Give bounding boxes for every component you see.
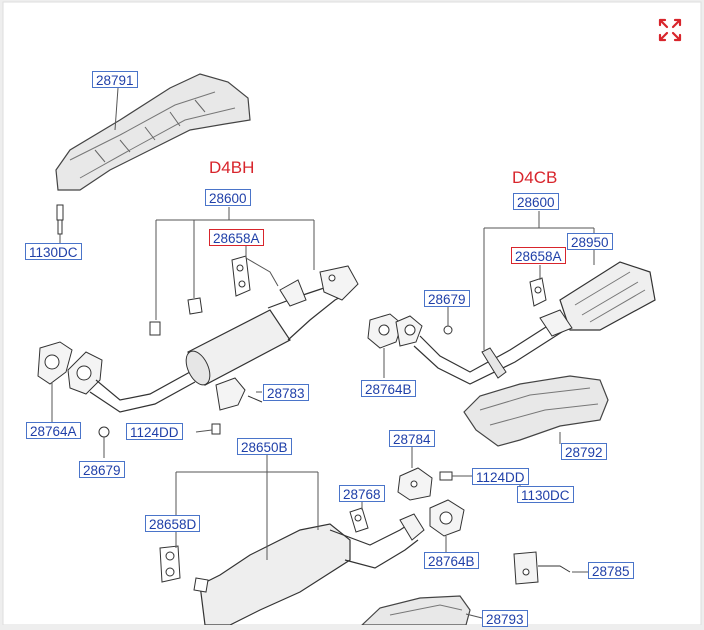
front-pipe-d4cb [367,261,656,385]
expand-arrows-icon[interactable] [656,16,684,44]
part-label-28783[interactable]: 28783 [263,384,309,401]
part-label-28600-left[interactable]: 28600 [205,189,251,206]
bracket-28785 [513,551,571,585]
part-label-1124dd-right[interactable]: 1124DD [472,468,529,485]
hanger-28658a-left [231,255,251,297]
nut-28679-left [98,426,110,438]
nut-28679-right [443,325,453,335]
part-label-1124dd-left[interactable]: 1124DD [126,423,183,440]
part-label-28791[interactable]: 28791 [92,71,138,88]
part-label-28650b[interactable]: 28650B [237,438,292,455]
part-label-28600-right[interactable]: 28600 [513,193,559,210]
gasket-28764b-bottom [429,499,465,537]
heat-protector-28792 [463,375,609,447]
part-label-28768[interactable]: 28768 [339,485,385,502]
part-label-28792[interactable]: 28792 [561,443,607,460]
hanger-28658d [159,545,181,583]
part-label-28658a-right[interactable]: 28658A [511,247,566,264]
hanger-28768 [349,507,369,533]
part-label-28764b-bottom[interactable]: 28764B [424,552,479,569]
part-label-28658a-left[interactable]: 28658A [209,229,264,246]
part-label-28950[interactable]: 28950 [567,233,613,250]
bracket-28783 [215,377,263,411]
bolt-1130dc-left [56,204,64,235]
part-label-28679-right[interactable]: 28679 [424,290,470,307]
part-label-28785[interactable]: 28785 [588,562,634,579]
part-label-28679-left[interactable]: 28679 [79,461,125,478]
part-label-1130dc-right[interactable]: 1130DC [517,486,574,503]
hanger-28658a-right [529,277,547,307]
bracket-28784 [397,467,433,501]
part-label-28764b-top[interactable]: 28764B [361,380,416,397]
heat-protector-28791 [55,73,251,191]
part-label-28658d[interactable]: 28658D [145,515,201,532]
part-label-28764a[interactable]: 28764A [26,422,81,439]
front-pipe-d4bh [37,265,359,413]
part-label-1130dc-left[interactable]: 1130DC [25,243,82,260]
engine-label-d4cb: D4CB [512,168,558,187]
part-label-28793[interactable]: 28793 [482,610,528,627]
part-label-28784[interactable]: 28784 [389,430,435,447]
engine-label-d4bh: D4BH [209,158,255,177]
